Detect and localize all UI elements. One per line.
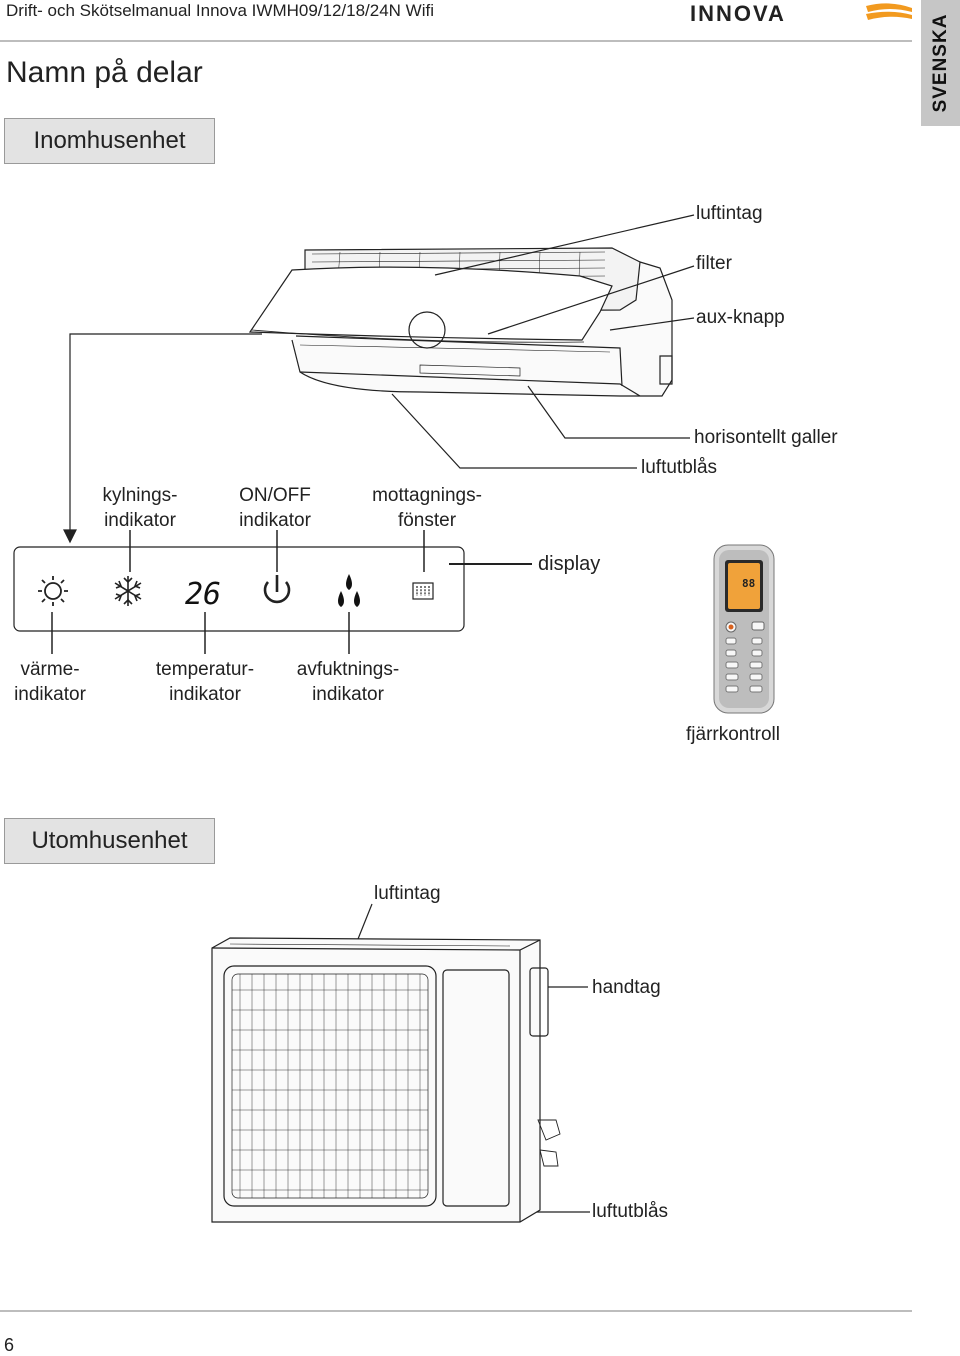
indoor-unit-illustration bbox=[248, 247, 673, 397]
power-icon bbox=[263, 575, 291, 604]
label-display: display bbox=[538, 553, 601, 575]
sun-icon bbox=[38, 576, 68, 606]
label-receiver-line1: mottagnings- bbox=[372, 485, 482, 506]
label-receiver-line2: fönster bbox=[397, 510, 457, 531]
snowflake-icon bbox=[114, 576, 142, 606]
label-temperature-indicator: temperatur- indikator bbox=[140, 657, 270, 707]
remote-control-illustration: 88 bbox=[713, 544, 775, 714]
outdoor-unit-illustration bbox=[211, 937, 561, 1223]
label-onoff-line2: indikator bbox=[239, 510, 311, 531]
dehumidify-icon bbox=[338, 574, 360, 607]
page-title: Namn på delar bbox=[6, 56, 203, 89]
language-tab: SVENSKA bbox=[921, 0, 960, 126]
label-cooling-line1: kylnings- bbox=[102, 485, 178, 506]
label-heating-line2: indikator bbox=[14, 684, 86, 705]
label-outdoor-air-intake: luftintag bbox=[374, 883, 441, 904]
label-receiver-window: mottagnings- fönster bbox=[352, 483, 502, 533]
label-heating-line1: värme- bbox=[20, 659, 80, 680]
label-remote-control: fjärrkontroll bbox=[686, 724, 780, 745]
label-filter: filter bbox=[696, 253, 732, 274]
label-heating-indicator: värme- indikator bbox=[0, 657, 100, 707]
label-outdoor-air-outlet: luftutblås bbox=[592, 1201, 669, 1222]
label-air-intake: luftintag bbox=[696, 203, 763, 224]
label-handle: handtag bbox=[592, 977, 661, 998]
display-panel bbox=[13, 530, 532, 654]
label-horizontal-louver: horisontellt galler bbox=[694, 427, 838, 448]
innova-logo: INNOVA bbox=[690, 2, 912, 24]
label-temperature-line2: indikator bbox=[169, 684, 241, 705]
section-indoor: Inomhusenhet bbox=[4, 118, 215, 164]
display-temperature: 26 bbox=[185, 577, 221, 612]
label-cooling-indicator: kylnings- indikator bbox=[80, 483, 200, 533]
label-temperature-line1: temperatur- bbox=[155, 659, 255, 680]
remote-display-digits: 88 bbox=[742, 577, 755, 590]
header-rule bbox=[0, 40, 912, 42]
label-air-outlet: luftutblås bbox=[641, 457, 718, 478]
label-onoff-line1: ON/OFF bbox=[239, 485, 311, 506]
label-cooling-line2: indikator bbox=[104, 510, 176, 531]
manual-title: Drift- och Skötselmanual Innova IWMH09/1… bbox=[6, 1, 435, 20]
brand-wordmark: INNOVA bbox=[690, 2, 786, 24]
footer-rule bbox=[0, 1310, 912, 1312]
receiver-window-icon bbox=[412, 582, 434, 600]
label-dehumidify-indicator: avfuktnings- indikator bbox=[278, 657, 418, 707]
label-dehumid-line1: avfuktnings- bbox=[296, 659, 400, 680]
label-onoff-indicator: ON/OFF indikator bbox=[215, 483, 335, 533]
label-dehumid-line2: indikator bbox=[312, 684, 384, 705]
section-outdoor: Utomhusenhet bbox=[4, 818, 215, 864]
label-aux-button: aux-knapp bbox=[696, 307, 785, 328]
page-number: 6 bbox=[4, 1335, 15, 1355]
